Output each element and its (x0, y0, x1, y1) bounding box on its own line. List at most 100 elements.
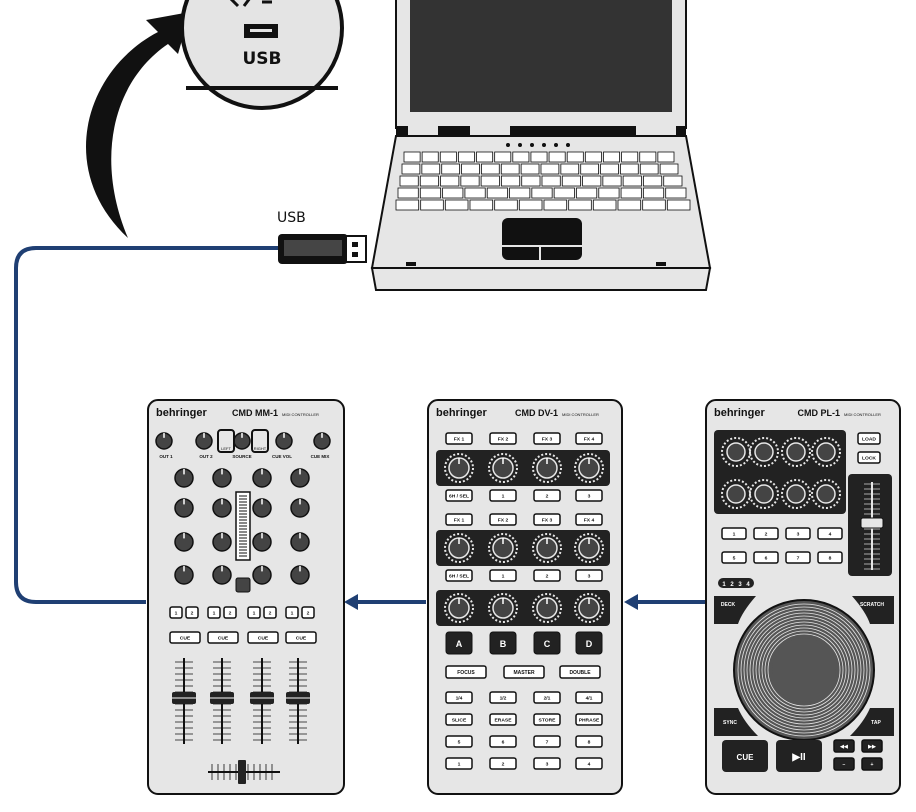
vu-meter (235, 491, 251, 561)
jog-forward-button-label: ▶▶ (867, 744, 877, 750)
jog-wheel (733, 599, 875, 741)
jog-number-button (785, 551, 811, 564)
mixer-knob-label: CUE VOL (272, 454, 292, 459)
jog-knob-ring (781, 437, 811, 467)
jog-knob-ring (811, 437, 841, 467)
fx-button-top-label: FX 3 (542, 437, 553, 443)
jog-number-button-label: 6 (765, 556, 768, 562)
laptop-key (603, 151, 621, 163)
laptop (370, 0, 712, 291)
jog-number-button-label: 3 (797, 532, 800, 538)
jog-lock-button (857, 451, 881, 464)
mixer-cue-button (169, 631, 201, 644)
fx-small-button (489, 757, 517, 770)
pitch-fader (860, 517, 884, 529)
fx-row2-button-label: 1 (502, 494, 505, 500)
laptop-key (442, 187, 464, 199)
laptop-key (460, 175, 480, 187)
laptop-keyboard (395, 151, 691, 211)
mixer-channel-button-label: 1 (175, 611, 178, 617)
jog-number-button-label: 1 (733, 532, 736, 538)
jog-number-button-label: 4 (829, 532, 832, 538)
fx-row4-button (533, 569, 561, 582)
fx-mode-button (503, 665, 545, 679)
jog-knob-ring (781, 479, 811, 509)
jog-rewind-button-label: ◀◀ (839, 744, 848, 750)
laptop-key (639, 163, 659, 175)
jog-play-button (776, 740, 822, 772)
laptop-key (665, 187, 687, 199)
laptop-key (657, 151, 675, 163)
fx-knob-ring (574, 533, 604, 563)
fx-brand: behringer (436, 407, 487, 419)
jog-ring (743, 609, 865, 731)
jog-sync-button-label: SYNC (723, 720, 737, 726)
mixer-channel-button (247, 606, 261, 619)
fx-row3-button-label: FX 1 (454, 518, 465, 524)
fx-row3-button (445, 513, 473, 526)
mixer-tag: MIDI CONTROLLER (282, 412, 319, 417)
fx-row4-button (575, 569, 603, 582)
fx-knob-ring (488, 533, 518, 563)
fx-mode-button-label: MASTER (513, 670, 535, 676)
jog-scratch-button-label: SCRATCH (860, 602, 884, 608)
jog-number-button (785, 527, 811, 540)
fx-pad-label: D (586, 639, 593, 649)
jog-plus-button (861, 757, 883, 771)
laptop-key (531, 187, 553, 199)
laptop-key (421, 151, 439, 163)
fx-small-button-label: PHRASE (579, 718, 600, 724)
fx-small-button (445, 691, 473, 704)
fx-knob-ring (444, 453, 474, 483)
jog-knob (816, 442, 836, 462)
fx-small-button-label: 1 (458, 762, 461, 768)
jog-ring (767, 633, 841, 707)
mixer-cue-button (247, 631, 279, 644)
fx-small-button (575, 757, 603, 770)
fx-button-top (533, 432, 561, 445)
mixer-cue-button-label: CUE (180, 636, 191, 642)
fx-row3-button (533, 513, 561, 526)
laptop-key (548, 151, 566, 163)
laptop-key (639, 151, 657, 163)
laptop-key (494, 199, 518, 211)
laptop-key (509, 187, 531, 199)
mixer-center-button (235, 577, 251, 593)
fx-small-button-label: 1/4 (456, 696, 463, 702)
jog-knob (754, 442, 774, 462)
laptop-key (576, 187, 598, 199)
jog-knob-ring (749, 479, 779, 509)
jog-ring (749, 615, 859, 725)
mixer-knob-label: OUT 2 (199, 454, 213, 459)
fx-knob-panel (436, 590, 610, 626)
source-switch-right (251, 429, 269, 453)
fx-small-button (533, 757, 561, 770)
fx-small-button (489, 691, 517, 704)
crossfader (208, 760, 280, 784)
mixer-knob-label: CUE MIX (311, 454, 330, 459)
jog-knob-ring (749, 437, 779, 467)
laptop-key (419, 175, 439, 187)
laptop-key (666, 199, 691, 211)
usb-port-callout: USB (180, 0, 344, 110)
laptop-key (620, 187, 642, 199)
mixer-cue-button-label: CUE (296, 636, 307, 642)
jog-knob-ring (721, 479, 751, 509)
fx-knob-ring (574, 593, 604, 623)
laptop-key (541, 175, 561, 187)
fx-small-button-label: 3 (546, 762, 549, 768)
jog-number-button-label: 7 (797, 556, 800, 562)
mixer-channel-button-label: 2 (307, 611, 310, 617)
laptop-key (602, 175, 622, 187)
jog-number-button (753, 527, 779, 540)
jog-number-button-label: 8 (829, 556, 832, 562)
fx-row4-button (445, 569, 473, 582)
switch-left-label: LEFT (221, 446, 231, 451)
fx-small-button (445, 735, 473, 748)
mixer-channel-button-label: 2 (229, 611, 232, 617)
fx-row2-button-label: 2 (546, 494, 549, 500)
laptop-key (642, 187, 665, 199)
laptop-key (560, 163, 580, 175)
fx-row2-button (575, 489, 603, 502)
mixer-channel-button-label: 2 (269, 611, 272, 617)
